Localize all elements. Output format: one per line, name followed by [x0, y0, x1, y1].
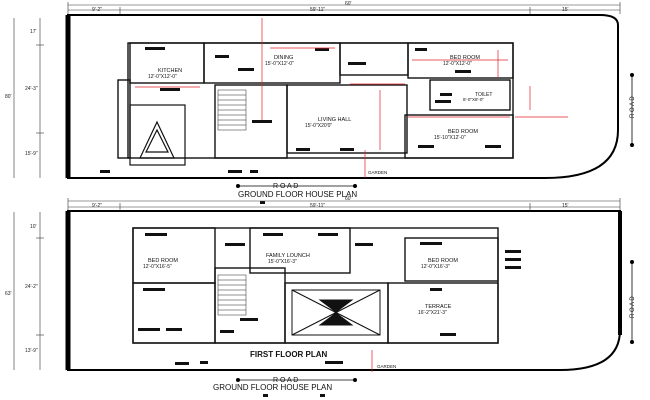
- dim-left-offset-2: 9'-2": [92, 203, 102, 209]
- ground-floor-plan: 60' 59'-11" 9'-2" 15' 80' 17' 24'-3" 15'…: [5, 1, 636, 204]
- open-to-below: [291, 289, 381, 336]
- dim-height-1b: 10': [30, 224, 37, 230]
- room-dining-size: 15'-0"X12'-0": [265, 61, 294, 67]
- north-mark: [260, 201, 265, 204]
- room-toilet-size: 8'-0"X8'-0": [463, 97, 484, 102]
- room-bed2-size: 15'-10"X12'-0": [434, 135, 466, 141]
- room-bed2-name: BED ROOM: [448, 129, 478, 135]
- dim-height-2b: 24'-2": [25, 284, 38, 290]
- stairs: [217, 89, 247, 131]
- room-terrace-size: 16'-2"X21'-3": [418, 310, 447, 316]
- room-family-name: FAMILY LOUNCH: [266, 253, 310, 259]
- room-kitchen-size: 12'-0"X12'-0": [148, 74, 177, 80]
- dim-left-offset: 9'-2": [92, 7, 102, 13]
- side-road-marker: [630, 73, 635, 147]
- building-walls-2: [132, 227, 499, 344]
- room-bed1-name: BED ROOM: [450, 55, 480, 61]
- road-label: R O A D: [273, 183, 298, 190]
- room-bed1-size-2: 12'-0"X16'-5": [143, 264, 172, 270]
- room-bed1-size: 12'-0"X12'-0": [443, 61, 472, 67]
- plan-title: GROUND FLOOR HOUSE PLAN: [238, 190, 357, 199]
- plan-title-2: GROUND FLOOR HOUSE PLAN: [213, 383, 332, 392]
- top-width-dimensions: [67, 2, 621, 14]
- bottom-height-dimensions: [13, 212, 44, 370]
- dim-height-3: 15'-9": [25, 151, 38, 157]
- dim-inner-width: 59'-11": [310, 7, 325, 13]
- top-height-dimensions: [13, 18, 44, 178]
- first-floor-plan-label: FIRST FLOOR PLAN: [250, 350, 328, 359]
- room-bed2-name-2: BED ROOM: [428, 258, 458, 264]
- dim-overall-height: 80': [5, 94, 12, 100]
- dim-overall-width: 60': [345, 1, 352, 7]
- entrance-porch: [129, 104, 186, 166]
- room-terrace-name: TERRACE: [425, 304, 452, 310]
- dim-right-offset: 15': [562, 7, 569, 13]
- bottom-width-dimensions: [67, 198, 621, 212]
- room-dining-name: DINING: [274, 55, 293, 61]
- side-road-marker-2: [630, 259, 635, 344]
- red-dimension-lines: [135, 18, 568, 178]
- stairs-2: [217, 274, 247, 316]
- dim-overall-width-2: 60': [345, 196, 352, 202]
- room-toilet-name: TOILET: [475, 92, 492, 98]
- garden-label-2: GARDEN: [377, 364, 396, 369]
- dim-inner-width-2: 59'-11": [310, 203, 325, 209]
- first-floor-plan: 60' 59'-11" 9'-2" 15' 63' 10' 24'-2" 13'…: [5, 196, 636, 397]
- road-arrow: [235, 183, 357, 188]
- window-marks: [100, 47, 501, 173]
- dim-height-1: 17': [30, 29, 37, 35]
- road-arrow-2: [235, 377, 357, 382]
- dim-overall-height-2: 63': [5, 291, 12, 297]
- room-living-name: LIVING HALL: [318, 117, 351, 123]
- room-living-size: 15'-0"X20'0": [305, 123, 332, 129]
- side-road-label: R O A D: [630, 96, 636, 118]
- dim-right-offset-2: 15': [562, 203, 569, 209]
- side-road-label-2: R O A D: [630, 296, 636, 318]
- room-bed2-size-2: 12'-0"X16'-3": [421, 264, 450, 270]
- room-family-size: 15'-0"X16'-3": [268, 259, 297, 265]
- garden-label: GARDEN: [368, 170, 387, 175]
- room-bed1-name-2: BED ROOM: [148, 258, 178, 264]
- road-label-2: R O A D: [273, 377, 298, 384]
- north-mark-3: [320, 394, 325, 397]
- room-kitchen-name: KITCHEN: [158, 68, 182, 74]
- window-marks-2: [138, 233, 521, 365]
- north-mark-2: [263, 394, 268, 397]
- dim-height-2: 24'-3": [25, 86, 38, 92]
- dim-height-3b: 13'-9": [25, 348, 38, 354]
- plot-boundary: [67, 14, 619, 179]
